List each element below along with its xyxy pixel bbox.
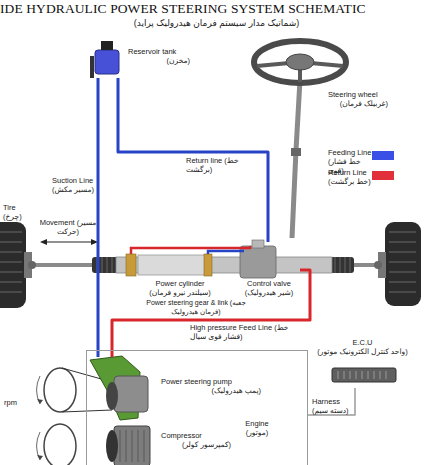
pump-unit: Power steering pump(پمپ هیدرولیک) [89,357,264,417]
unit-label: rpm [4,398,28,407]
node-text: Steering wheel [328,90,388,99]
cylinder-pipe [208,251,244,254]
pipe-connector [112,270,310,357]
steering-wheel: Steering wheel(غربیلک فرمان) [250,36,382,114]
node-text: Control valve [238,279,300,288]
ecu-box: E.C.U(واحد کنترل الکترونیک موتور) [315,338,410,388]
pulleys [37,368,112,465]
right-tire [378,222,421,306]
legend-swatch [372,171,394,180]
node-text: Power steering pump [161,377,261,386]
ecu-unit [332,368,396,382]
node-text: (موتور) [233,428,281,437]
control-valve: Control valve(شیر هیدرولیک) [238,242,300,298]
legend-swatch [372,151,394,160]
node-text: Reservoir tank [128,47,190,56]
engine-block: Engine(موتور) Power steering pump(پمپ هید… [86,350,308,465]
line-label: Return line (خط برگشت) [186,156,246,174]
pipe-connector [98,78,99,357]
cylinder-collar [204,254,212,276]
pipe-connector [118,78,268,242]
diagram-title: IDE HYDRAULIC POWER STEERING SYSTEM SCHE… [0,1,366,17]
line-label: High pressure Feed Line (خط فشار قوی سیا… [190,323,290,341]
cylinder-collar [126,254,136,276]
node-text: (سیلندر نیرو فرمان) [140,288,220,297]
part-label: Tire (چرخ) [3,203,33,221]
compressor-unit: Compressor(کمپرسور کولر) [89,421,234,465]
compressor [106,426,150,465]
power-cylinder: Power cylinder(سیلندر نیرو فرمان) [118,250,218,298]
part-label: Movement (مسیر حرکت) [38,218,98,236]
node-text: (غربیلک فرمان) [328,99,388,108]
node-text: (شیر هیدرولیک) [238,288,300,297]
node-text: Power cylinder [140,279,220,288]
part-label: Power steering gear & link (جعبه فرمان ه… [140,299,252,316]
pipe-connector [308,388,355,415]
node-text: (کمپرسور کولر) [161,440,231,449]
line-label: Suction Line (مسیر مکش) [52,176,96,194]
cylinder-pipe [131,246,250,254]
reservoir-tank: Reservoir tank(مخزن) [88,38,190,78]
valve-housing [240,246,276,278]
pump [90,356,148,420]
pinion [252,240,264,248]
node-text: (پمپ هیدرولیک) [161,386,261,395]
node-text: Compressor [161,431,231,440]
left-tire [0,222,32,308]
node-text: (مخزن) [128,56,190,65]
line-label: Harness (دسته سیم) [312,397,354,415]
pipe-line [112,270,310,357]
node-text: E.C.U [315,338,410,347]
node-text: Engine [233,419,281,428]
legend-text: Return Line (خط برگشت) [328,168,372,186]
movement-arrow [40,239,98,245]
reservoir [90,41,119,78]
node-text: (واحد کنترل الکترونیک موتور) [315,347,410,356]
cylinder-body [138,255,208,275]
subtitle: (شماتیک مدار سیستم فرمان هیدرولیک پراید) [0,18,433,29]
pipe-line [308,388,355,415]
pipe-line [118,78,268,242]
pipe-line [97,78,100,357]
